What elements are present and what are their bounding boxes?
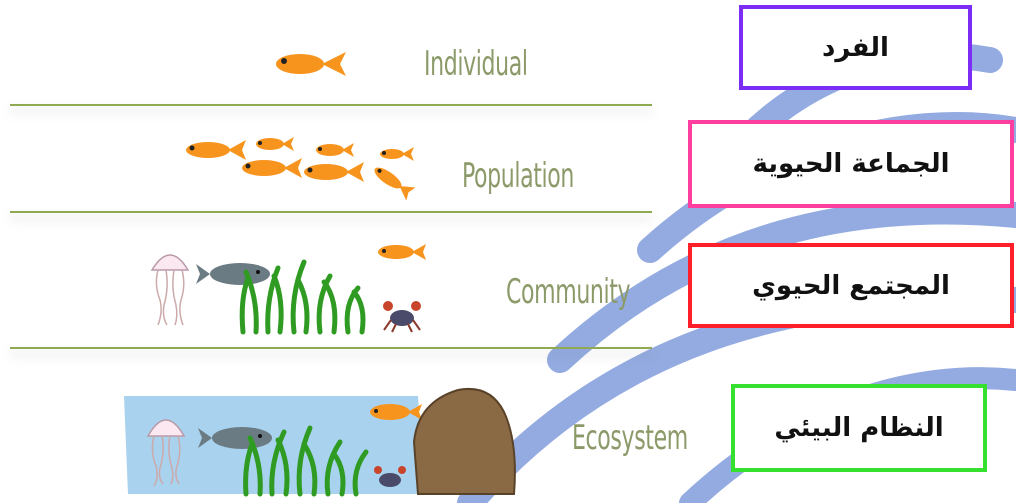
jellyfish-icon <box>146 419 186 487</box>
fish-icon <box>186 140 246 160</box>
arabic-box-ecosystem: النظام البيئي <box>731 384 987 472</box>
population-art <box>186 137 416 200</box>
divider-3 <box>10 347 652 349</box>
divider-1 <box>10 104 652 106</box>
arabic-box-population: الجماعة الحيوية <box>688 120 1014 208</box>
individual-art <box>276 52 346 76</box>
fish-icon <box>380 147 414 161</box>
arabic-box-individual: الفرد <box>739 5 972 90</box>
fish-icon <box>370 404 422 420</box>
fish-icon <box>276 52 346 76</box>
label-individual: Individual <box>424 44 528 84</box>
divider-2 <box>10 211 652 213</box>
community-art <box>150 244 426 335</box>
crab-icon <box>383 301 421 333</box>
fish-icon <box>378 244 426 260</box>
fish-icon <box>316 143 354 157</box>
jellyfish-icon <box>150 254 190 326</box>
water-icon <box>124 396 424 494</box>
seagrass-icon <box>239 259 366 335</box>
fish-icon <box>256 137 294 151</box>
arabic-box-community: المجتمع الحيوي <box>688 243 1014 328</box>
fish-icon <box>304 162 364 182</box>
fish-icon <box>374 167 416 200</box>
label-ecosystem: Ecosystem <box>572 418 688 458</box>
rock-icon <box>412 388 516 495</box>
seagrass-icon <box>243 425 369 497</box>
fish-icon <box>242 158 302 178</box>
label-community: Community <box>506 272 631 312</box>
tadpole-fish-icon <box>196 263 270 285</box>
label-population: Population <box>462 156 575 196</box>
tadpole-fish-icon <box>198 427 272 449</box>
crab-icon <box>374 466 406 487</box>
ecosystem-art <box>124 388 516 497</box>
